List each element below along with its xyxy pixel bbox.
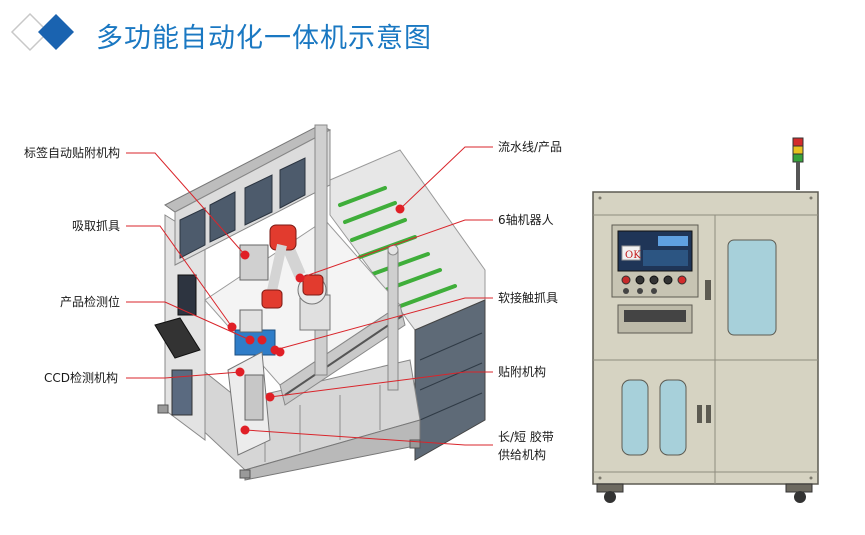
- control-buttons: [621, 275, 687, 294]
- label-suction-gripper: 吸取抓具: [72, 219, 121, 233]
- screen-ok-text: OK: [625, 250, 641, 261]
- diamond-logo-icon: [10, 12, 74, 52]
- label-product-inspection: 产品检测位: [60, 295, 121, 309]
- label-tape-supply-line1: 长/短 胶带: [498, 430, 554, 444]
- leader-dots: [227, 204, 405, 435]
- robot-arm: [261, 224, 331, 331]
- label-soft-contact-gripper: 软接触抓具: [498, 291, 559, 305]
- casters: [596, 483, 813, 503]
- signal-tower-light: [792, 137, 804, 190]
- label-attach-mechanism: 贴附机构: [498, 365, 547, 379]
- label-tape-supply-line2: 供给机构: [498, 448, 547, 462]
- label-conveyor-product: 流水线/产品: [498, 140, 563, 154]
- machine-3d-view: [154, 124, 486, 481]
- label-auto-attach: 标签自动贴附机构: [24, 146, 121, 160]
- page-title: 多功能自动化一体机示意图: [96, 23, 432, 54]
- cabinet-front-view: OK: [592, 137, 819, 503]
- leader-lines: [126, 146, 493, 446]
- label-six-axis-robot: 6轴机器人: [498, 213, 554, 227]
- label-ccd-inspection: CCD检测机构: [44, 371, 118, 385]
